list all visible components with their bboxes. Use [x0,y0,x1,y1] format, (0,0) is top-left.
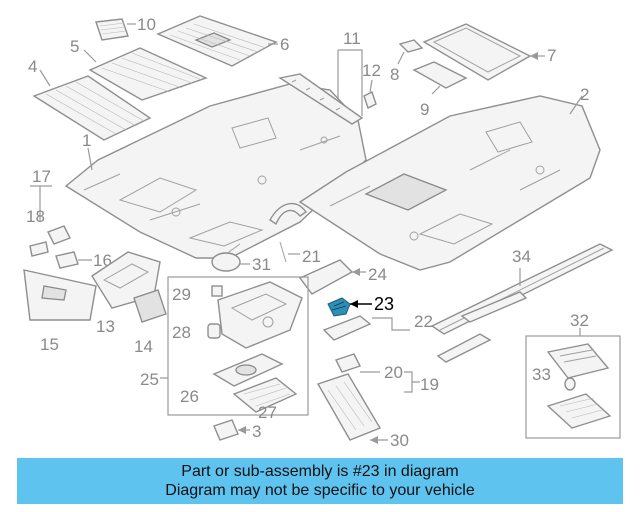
part-34-trim [430,243,614,363]
info-banner: Part or sub-assembly is #23 in diagram D… [17,458,623,504]
callout-19: 19 [420,375,439,394]
callout-29: 29 [172,285,191,304]
callout-20: 20 [384,363,403,382]
callout-17: 17 [32,167,51,186]
callout-7: 7 [547,46,556,65]
part-14-lamp [133,289,167,323]
callout-2: 2 [580,85,589,104]
callout-14: 14 [134,337,153,356]
callout-5: 5 [70,37,79,56]
part-31-lamp [211,243,241,272]
part-28-lens [207,323,221,339]
part-12-clip [363,91,377,109]
callout-32: 32 [570,311,589,330]
callout-1: 1 [82,131,91,150]
callout-13: 13 [96,317,115,336]
assembly-25-box [167,276,309,416]
parts-diagram: 10 6 5 4 1 11 12 [23,15,621,450]
part-4-panel [32,75,152,141]
part-32-lamp-upper [546,343,610,379]
part-18-clip [29,241,49,257]
callout-18: 18 [26,207,45,226]
callout-24: 24 [368,265,387,284]
part-27-lens [232,377,298,413]
callout-28: 28 [172,323,191,342]
callout-26: 26 [180,387,199,406]
callout-22: 22 [414,312,433,331]
part-5-panel [88,47,208,101]
part-17-hook [47,225,71,245]
part-20-clip [335,353,361,373]
part-23-highlighted [327,297,351,317]
callout-15: 15 [40,335,59,354]
part-16-bracket [55,251,79,269]
callout-21: 21 [302,247,321,266]
part-2-headliner [298,95,601,271]
part-29-clip [211,285,223,297]
part-22-bracket [322,315,372,341]
callout-12: 12 [362,61,381,80]
part-26-lens [212,353,284,387]
part-8-bracket [398,39,424,53]
callout-9: 9 [420,100,429,119]
part-13-console [91,251,161,309]
callout-25: 25 [140,370,159,389]
assembly-32-box [525,335,621,439]
callout-33: 33 [532,365,551,384]
callout-10: 10 [137,15,156,34]
callout-3: 3 [252,422,261,441]
callout-4: 4 [28,57,37,76]
callout-34: 34 [512,247,531,266]
part-33-clip [564,377,576,391]
part-10-pad [95,18,129,41]
callout-8: 8 [390,65,399,84]
part-1-headliner [64,83,367,259]
callout-31: 31 [252,255,271,274]
part-21-handle [269,202,307,263]
part-3-bracket [213,419,239,441]
callout-11: 11 [343,29,361,48]
callout-30: 30 [390,431,409,450]
overhead-console-body [217,281,303,349]
callout-6: 6 [280,35,289,54]
banner-line-2: Diagram may not be specific to your vehi… [165,482,475,499]
part-6-panel [156,15,278,67]
part-11-rail [278,73,364,125]
callout-27: 27 [258,403,277,422]
banner-line-1: Part or sub-assembly is #23 in diagram [181,463,459,480]
part-15-sun-visor [23,269,97,321]
part-32-lamp-lower [546,393,612,429]
callout-23: 23 [374,294,394,314]
part-9-shade [412,61,468,89]
part-30-lamp [316,373,382,441]
